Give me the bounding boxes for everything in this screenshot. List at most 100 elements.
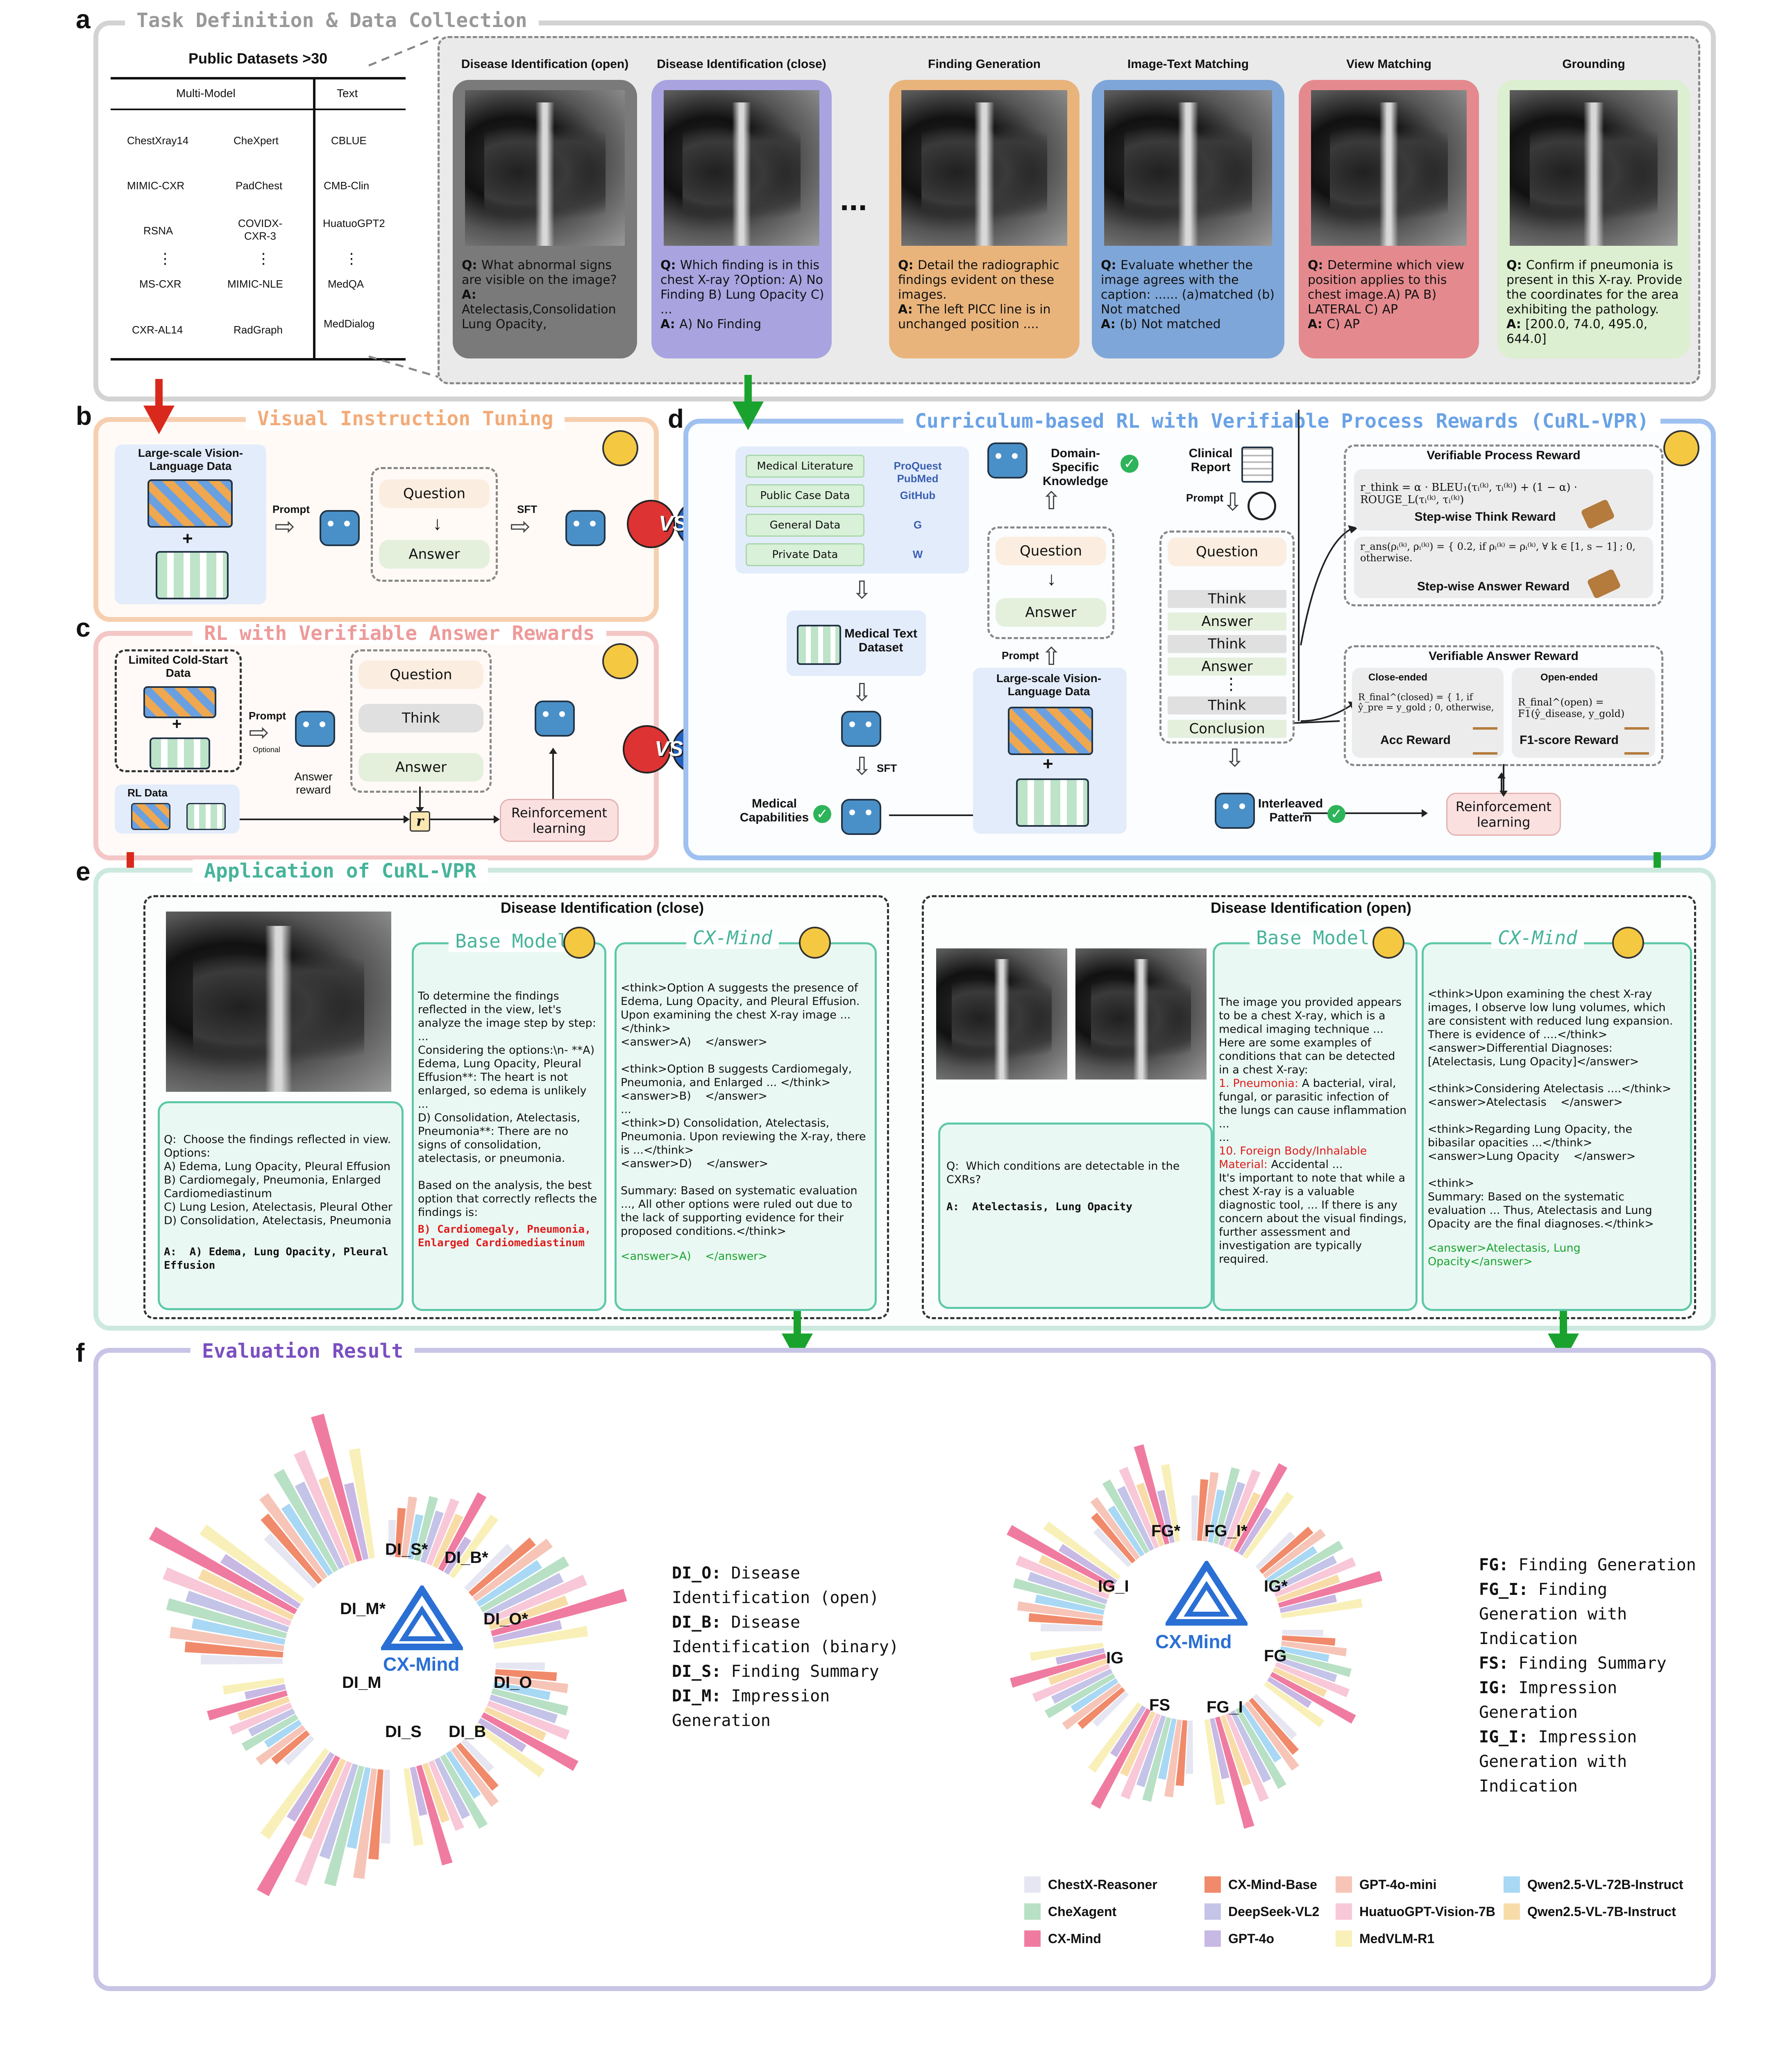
left-bar-7-4 <box>273 1469 338 1573</box>
ds-multi-8: CXR-AL14 <box>132 324 183 336</box>
d-question-box: Question <box>996 537 1106 565</box>
task-title-0: Disease Identification (open) <box>461 57 629 71</box>
left-bar-0-3 <box>408 1514 424 1560</box>
left-bar-2-0 <box>495 1662 545 1671</box>
left-bar-7-0 <box>264 1533 318 1589</box>
d-qa-arrow: ↓ <box>1047 568 1056 589</box>
d-source-2: General Data <box>746 514 864 537</box>
left-bar-4-9 <box>286 1752 335 1822</box>
right-bar-3-2 <box>1244 1701 1299 1771</box>
e-close-base-red: B) Cardiomegaly, Pneumonia, Enlarged Car… <box>418 1223 598 1249</box>
legend-item-4: CheXagent <box>1024 1903 1116 1920</box>
section-title-c: RL with Verifiable Answer Rewards <box>193 622 606 645</box>
task-xray-5 <box>1510 90 1678 246</box>
right-bar-7-4 <box>1102 1479 1149 1554</box>
left-bar-6-7 <box>198 1569 295 1620</box>
e-open-question: Q: Which conditions are detectable in th… <box>946 1160 1183 1186</box>
e-close-title: Disease Identification (close) <box>500 899 704 916</box>
c-coldstart-label: Limited Cold-Start Data <box>128 653 228 679</box>
ds-multi-6: MS-CXR <box>139 278 181 290</box>
right-bar-1-4 <box>1269 1540 1344 1588</box>
smile-emoji-e2 <box>1612 927 1644 959</box>
c-answer-reward: Answer reward <box>294 770 333 796</box>
left-bar-7-10 <box>349 1448 375 1559</box>
left-bar-4-1 <box>368 1769 383 1860</box>
legend-item-9: GPT-4o <box>1204 1930 1274 1947</box>
d-answer-box: Answer <box>996 598 1106 627</box>
left-bar-0-9 <box>444 1536 472 1575</box>
legend-item-1: CX-Mind-Base <box>1204 1876 1317 1893</box>
d-arrow-up-1: ⇨ <box>1037 489 1065 510</box>
e-close-answer: A: A) Edema, Lung Opacity, Pleural Effus… <box>164 1246 395 1272</box>
right-bar-0-8 <box>1234 1463 1288 1553</box>
right-bar-2-3 <box>1280 1646 1329 1662</box>
right-bar-4-1 <box>1175 1720 1188 1786</box>
report-icon <box>1241 447 1273 483</box>
green-arrow-1 <box>733 401 764 430</box>
left-bar-3-0 <box>461 1738 495 1772</box>
datasets-title: Public Datasets >30 <box>188 50 328 67</box>
smile-emoji-d <box>1663 430 1699 466</box>
left-bar-6-10 <box>200 1524 305 1603</box>
legend-swatch-3 <box>1504 1876 1520 1893</box>
right-bar-3-4 <box>1235 1707 1286 1789</box>
right-bar-4-8 <box>1091 1708 1151 1809</box>
left-bar-0-5 <box>420 1510 444 1563</box>
task-xray-2 <box>901 90 1067 246</box>
left-bar-4-8 <box>256 1755 340 1896</box>
right-bar-1-0 <box>1255 1531 1295 1570</box>
panel-f <box>93 1348 1716 1991</box>
task-title-3: Image-Text Matching <box>1127 57 1249 71</box>
left-bar-0-2 <box>401 1496 417 1558</box>
left-bar-4-10 <box>260 1748 329 1839</box>
right-def-3: IG: Impression Generation <box>1479 1678 1617 1722</box>
e-open-cx-end: <answer>Atelectasis, Lung Opacity</answe… <box>1428 1242 1584 1268</box>
right-bar-2-4 <box>1278 1651 1352 1677</box>
var-close-formula: R_final^(closed) = { 1, if ŷ_pre = y_gol… <box>1358 692 1494 713</box>
right-bar-7-8 <box>1134 1444 1170 1545</box>
right-bar-2-10 <box>1264 1681 1325 1728</box>
right-bar-7-9 <box>1157 1490 1175 1543</box>
d-source-logo-1: GitHub <box>900 489 936 501</box>
right-bar-4-10 <box>1088 1702 1142 1773</box>
section-letter-c: c <box>76 613 91 642</box>
section-letter-a: a <box>76 5 91 34</box>
b-arrow-2: ⇨ <box>510 513 531 540</box>
left-bar-2-9 <box>478 1718 526 1752</box>
med-doc-icon <box>797 625 841 665</box>
doc-stack-icon-d <box>1016 778 1089 827</box>
robot-icon-d1 <box>841 711 881 747</box>
e-open-frame <box>922 895 1696 1319</box>
ds-dots-c: ⋮ <box>344 250 359 267</box>
zoom-lines <box>368 36 439 378</box>
left-bar-3-7 <box>422 1762 450 1823</box>
right-bar-5-7 <box>1048 1658 1108 1685</box>
d-arrow-down-5: ⇨ <box>1222 747 1250 769</box>
d-reward-lines <box>1499 764 1508 797</box>
right-bar-4-0 <box>1185 1720 1193 1774</box>
task-question-2: Q: Detail the radiographic findings evid… <box>898 258 1059 331</box>
legend-swatch-0 <box>1024 1876 1041 1893</box>
triangle-logo-icon-2 <box>1164 1559 1250 1626</box>
left-bar-5-5 <box>248 1708 295 1737</box>
left-label-5: DI_O <box>494 1674 532 1692</box>
right-bar-1-6 <box>1274 1557 1356 1598</box>
check-icon-1: ✓ <box>813 805 831 823</box>
legend-item-3: Qwen2.5-VL-72B-Instruct <box>1504 1876 1683 1893</box>
e-open-cx-title: CX-Mind <box>1491 927 1584 949</box>
sweat-emoji-c <box>602 643 638 679</box>
right-label-2: IG_I <box>1098 1577 1129 1595</box>
right-bar-4-4 <box>1142 1717 1171 1802</box>
image-stack-icon-d <box>1008 707 1093 755</box>
left-bar-2-8 <box>481 1712 578 1771</box>
left-label-4: DI_M <box>342 1674 381 1692</box>
right-bar-4-5 <box>1136 1715 1166 1787</box>
right-bar-2-9 <box>1267 1676 1312 1708</box>
scale-icon-1 <box>1473 727 1497 755</box>
right-bar-1-1 <box>1259 1526 1313 1574</box>
left-bar-2-3 <box>493 1682 551 1701</box>
task-title-5: Grounding <box>1562 57 1625 71</box>
d-medtext-label: Medical Text Dataset <box>844 627 917 654</box>
legend-swatch-10 <box>1336 1930 1352 1947</box>
vs-text-c: VS <box>655 737 683 761</box>
